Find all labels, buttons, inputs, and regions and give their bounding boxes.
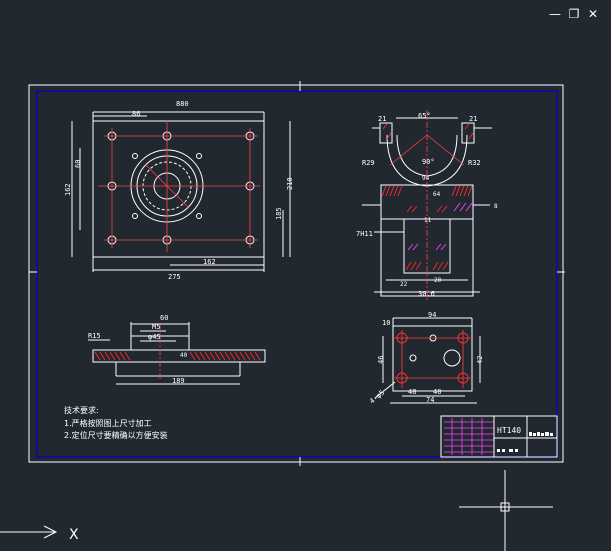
dim-left-10: 10: [382, 319, 390, 327]
top-view-dimensions: 880 86 275 162 162 60 210 185: [64, 100, 294, 281]
dim-height-left: 162: [64, 183, 72, 196]
dim-angle-inner: 90°: [422, 158, 435, 166]
dim-inner-height: 185: [275, 207, 283, 220]
section-view: [88, 322, 266, 385]
dim-depth-left: 7H11: [356, 230, 373, 238]
dim-width-94: 94: [428, 311, 436, 319]
dim-section-width: 189: [172, 377, 185, 385]
dim-height-46: 46: [377, 356, 385, 364]
minimize-button[interactable]: —: [548, 6, 562, 22]
dim-right-offset: 21: [469, 115, 477, 123]
dim-11-side: 11: [424, 217, 432, 224]
dim-hole-spacing: 162: [203, 258, 216, 266]
dim-diameter: φ45: [148, 333, 161, 341]
dim-left-hole: 86: [132, 110, 140, 118]
dim-left-radius: R15: [88, 332, 101, 340]
section-view-dimensions: 60 M5 φ45 R15 189 40: [88, 314, 188, 385]
side-view: [362, 110, 492, 300]
dim-22-side: 22: [400, 281, 408, 288]
title-block: HT140: [440, 415, 558, 458]
dim-top-width: 60: [160, 314, 168, 322]
ucs-icon: X: [0, 525, 79, 543]
dim-94-side: 94: [422, 175, 430, 182]
minimize-icon: —: [549, 7, 561, 21]
dim-height-right: 210: [286, 177, 294, 190]
restore-icon: ❐: [568, 7, 580, 21]
close-button[interactable]: ✕: [586, 6, 600, 22]
dim-height-42: 42: [476, 356, 484, 364]
top-view: [71, 111, 291, 272]
tech-item-1: 1.严格按照图上尺寸加工: [64, 418, 152, 428]
drawing-sheet: [28, 81, 565, 466]
title-material: HT140: [497, 426, 521, 435]
dim-radius-right: R32: [468, 159, 481, 167]
dim-overall-74: 74: [426, 396, 434, 404]
ucs-x-label: X: [69, 527, 79, 543]
dim-overall-width: 880: [176, 100, 189, 108]
dim-radius-left: R29: [362, 159, 375, 167]
close-icon: ✕: [587, 7, 599, 21]
tech-item-2: 2.定位尺寸要精确以方便安装: [64, 430, 168, 440]
dim-64-side: 64: [433, 191, 441, 198]
tech-heading: 技术要求:: [64, 405, 99, 415]
restore-button[interactable]: ❐: [567, 6, 581, 22]
dim-8-side: 8: [494, 203, 498, 210]
dim-base-width: 275: [168, 273, 181, 281]
dim-bottom-width: 30.6: [418, 290, 435, 298]
crosshair-cursor: [459, 470, 553, 551]
dim-bore: M5: [152, 323, 160, 331]
dim-20-side: 20: [434, 277, 442, 284]
dim-spacing-40: 40: [433, 388, 441, 396]
dim-angle-top: 65°: [418, 112, 431, 120]
dim-spacing-48: 48: [408, 388, 416, 396]
dim-section-offset: 40: [180, 352, 188, 359]
dim-left-offset: 21: [378, 115, 386, 123]
side-view-dimensions: 65° 21 21 R29 R32 90° 94 64 8 7H11 11 20…: [356, 112, 498, 298]
technical-requirements: 技术要求: 1.严格按照图上尺寸加工 2.定位尺寸要精确以方便安装: [64, 405, 168, 440]
bottom-view: [374, 317, 481, 404]
dim-small: 60: [74, 160, 82, 168]
